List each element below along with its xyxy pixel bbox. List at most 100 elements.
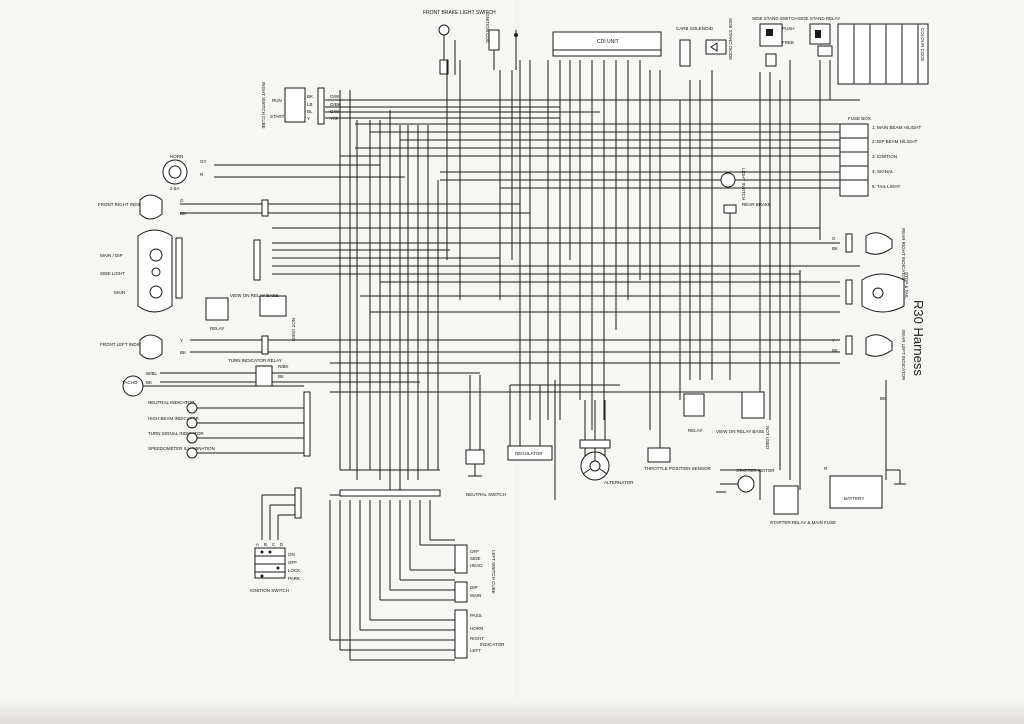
wire-network bbox=[160, 60, 900, 661]
ignition-park-label: PARK bbox=[288, 576, 300, 581]
wire-tag-bk-fl: BK bbox=[180, 350, 186, 355]
regulator-label: REGULATOR bbox=[515, 451, 543, 456]
fuse-2-label: 2: DIP BEAM H/LIGHT bbox=[872, 139, 918, 144]
neutral-indicator-label: NEUTRAL INDICATOR bbox=[148, 400, 195, 405]
side-stand-switch-label: SIDE STAND SWITCH bbox=[752, 16, 798, 21]
starter-motor: STARTER MOTOR bbox=[716, 468, 775, 493]
turn-signal-indicator-label: TURN SIGNAL INDICATOR bbox=[148, 431, 204, 436]
wire-tag-gy: GY bbox=[200, 159, 207, 164]
starter-relay: STARTER RELAY & MAIN FUSE bbox=[770, 485, 836, 525]
ignition-coil: IGNITION COIL bbox=[485, 12, 518, 70]
battery: BATTERY bbox=[829, 470, 906, 509]
wire-tag-obk: O/BK bbox=[330, 102, 341, 107]
ignition-col-d: D bbox=[280, 542, 284, 547]
left-switch-pass: PASS bbox=[470, 613, 482, 618]
starter-relay-label: STARTER RELAY & MAIN FUSE bbox=[770, 520, 836, 525]
ignition-on-label: ON bbox=[288, 552, 295, 557]
stop-tail: STOP & TAIL bbox=[845, 272, 909, 313]
ignition-col-b: B bbox=[264, 542, 267, 547]
wire-tag-bk-batt: BK bbox=[880, 396, 886, 401]
left-switch-left: LEFT bbox=[470, 648, 481, 653]
left-switch-horn: HORN bbox=[470, 626, 483, 631]
carb-solenoid: CARB SOLENOID bbox=[676, 26, 714, 67]
side-stand-relay-label: SIDE STAND RELAY bbox=[798, 16, 840, 21]
diagram-title: R30 Harness bbox=[911, 300, 926, 376]
front-brake-light-switch: FRONT BRAKE LIGHT SWITCH bbox=[423, 10, 496, 75]
wire-tag-g-rr: G bbox=[832, 236, 836, 241]
main-label: MAIN bbox=[114, 290, 125, 295]
tacho-label: TACHO bbox=[122, 380, 138, 385]
side-stand-diode: SIDE STAND DIODE bbox=[705, 18, 733, 60]
wire-tag-wbl-tacho: W/BL bbox=[146, 371, 157, 376]
relay-right: RELAY VIEW ON RELAY BASE NOT USED bbox=[683, 391, 770, 450]
relay-left-label: RELAY bbox=[210, 326, 224, 331]
not-used-label-left: NOT USED bbox=[291, 318, 296, 342]
ignition-off-label: OFF bbox=[288, 560, 297, 565]
wire-tag-bk-tacho: BK bbox=[146, 380, 152, 385]
wire-tag-bl-rs: BL bbox=[307, 109, 313, 114]
run-label: RUN bbox=[272, 98, 282, 103]
speedometer-illumination-label: SPEEDOMETER ILLUMINATION bbox=[148, 446, 215, 451]
ignition-switch: ON OFF LOCK PARK A B C D IGNITION SWITCH bbox=[250, 542, 300, 593]
left-switch-indicator: INDICATOR bbox=[480, 642, 505, 647]
throttle-position-sensor-label: THROTTLE POSITION SENSOR bbox=[644, 466, 712, 471]
left-switch-cube: LEFT SWITCH CUBE OFF SIDE HEAD DIP MAIN … bbox=[454, 544, 505, 659]
side-light-label: SIDE LIGHT bbox=[100, 271, 125, 276]
neutral-switch-label: NEUTRAL SWITCH bbox=[466, 492, 506, 497]
starter-motor-label: STARTER MOTOR bbox=[736, 468, 775, 473]
wire-tag-rbk-relay: R/BK bbox=[278, 364, 289, 369]
wire-tag-bk-relay: BK bbox=[278, 374, 284, 379]
ignition-col-c: C bbox=[272, 542, 276, 547]
left-switch-head: HEAD bbox=[470, 563, 483, 568]
throttle-position-sensor: THROTTLE POSITION SENSOR bbox=[644, 447, 712, 471]
turn-indicator-relay-label: TURN INDICATOR RELAY bbox=[228, 358, 282, 363]
fuse-box: FUSE BOX 1: MAIN BEAM H/LIGHT 2: DIP BEA… bbox=[839, 116, 922, 197]
side-stand-relay: SIDE STAND RELAY bbox=[798, 16, 840, 57]
cdi-unit: CDI UNIT bbox=[552, 31, 662, 57]
horn-fuse-label: 2.5A bbox=[170, 186, 179, 191]
wire-tag-bk-rr: BK bbox=[832, 246, 838, 251]
wire-tag-bk-fr: BK bbox=[180, 211, 186, 216]
fuse-3-label: 3: IGNITION bbox=[872, 154, 897, 159]
carb-solenoid-label: CARB SOLENOID bbox=[676, 26, 714, 31]
light-switch-label: LIGHT SWITCH bbox=[741, 168, 746, 200]
right-switch-cube: RIGHT SWITCH CUBE RUN START bbox=[261, 82, 325, 129]
main-dip-label: MAIN / DIP bbox=[100, 253, 123, 258]
wire-tag-y-rl: Y bbox=[832, 338, 835, 343]
wire-tag-lb: LB bbox=[307, 102, 313, 107]
front-brake-light-switch-label: FRONT BRAKE LIGHT SWITCH bbox=[423, 10, 496, 16]
wire-tag-ow: O/W bbox=[330, 94, 340, 99]
fuse-5-label: 5: TAIL LIGHT bbox=[872, 184, 901, 189]
rear-right-indicator: REAR RIGHT INDICATOR bbox=[845, 228, 906, 282]
stop-tail-label: STOP & TAIL bbox=[904, 272, 909, 299]
rear-brake-label: REAR BRAKE bbox=[742, 202, 771, 207]
scan-shadow bbox=[0, 700, 1024, 724]
left-switch-side: SIDE bbox=[470, 556, 481, 561]
horn: HORN 2.5A bbox=[162, 154, 188, 191]
fuse-4-label: 4: SIGNAL bbox=[872, 169, 894, 174]
push-label: PUSH bbox=[782, 26, 795, 31]
wire-tag-ow2: O/W bbox=[330, 109, 340, 114]
wire-tag-bk-rs: BK bbox=[307, 94, 313, 99]
rear-right-indicator-label: REAR RIGHT INDICATOR bbox=[901, 228, 906, 282]
rear-left-indicator-label: REAR LEFT INDICATOR bbox=[901, 330, 906, 381]
left-switch-right: RIGHT bbox=[470, 636, 484, 641]
rear-left-indicator: REAR LEFT INDICATOR bbox=[845, 330, 906, 381]
fuse-1-label: 1: MAIN BEAM H/LIGHT bbox=[872, 125, 922, 130]
front-left-indicator-label: FRONT LEFT INDICATOR bbox=[100, 342, 154, 347]
colour-code-table: COLOUR CODE bbox=[837, 23, 929, 85]
ignition-switch-label: IGNITION SWITCH bbox=[250, 588, 289, 593]
not-used-label-right: NOT USED bbox=[765, 426, 770, 450]
view-on-relay-base-right-label: VIEW ON RELAY BASE bbox=[716, 429, 764, 434]
bottom-connector bbox=[294, 487, 441, 519]
turn-indicator-relay: TURN INDICATOR RELAY bbox=[228, 358, 282, 387]
wire-tag-yg: Y/G bbox=[330, 116, 338, 121]
wire-tag-y-rs: Y bbox=[307, 116, 310, 121]
headlight: MAIN / DIP SIDE LIGHT MAIN bbox=[100, 229, 261, 313]
instrument-lamps: NEUTRAL INDICATOR HIGH BEAM INDICATOR TU… bbox=[143, 385, 311, 459]
wire-tag-g-fr: G bbox=[180, 198, 184, 203]
start-label: START bbox=[270, 114, 285, 119]
light-switch-rear-brake: LIGHT SWITCH REAR BRAKE bbox=[720, 168, 771, 214]
